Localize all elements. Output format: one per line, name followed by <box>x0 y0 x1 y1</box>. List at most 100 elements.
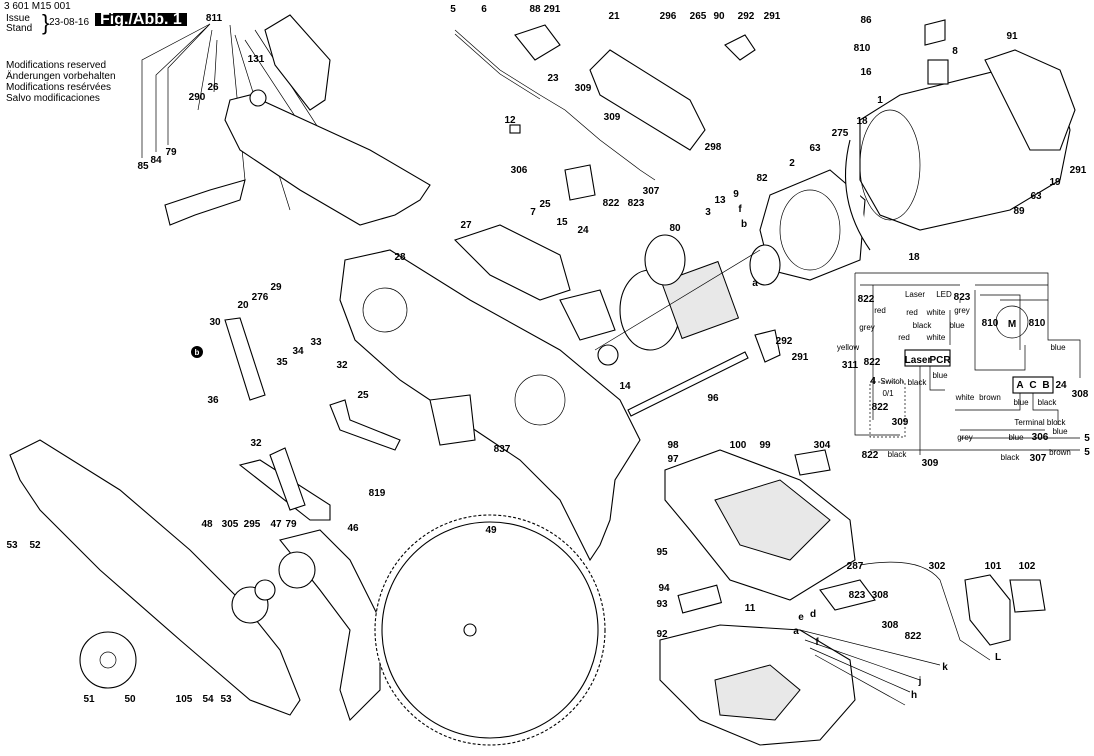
wiring-wire-label: grey <box>954 306 970 315</box>
part-number-label: 89 <box>1013 206 1025 217</box>
part-number-label: 292 <box>738 11 755 22</box>
part-number-label: 53 <box>6 540 18 551</box>
part-number-label: f <box>815 637 819 648</box>
brace: } <box>42 10 50 35</box>
part-number-label: 308 <box>882 620 899 631</box>
wiring-wire-label: red <box>898 333 910 342</box>
part-number-label: 8 <box>952 46 958 57</box>
part-number-label: 14 <box>619 381 631 392</box>
part-number-label: 79 <box>285 519 297 530</box>
part-number-label: 822 <box>603 198 620 209</box>
part-number-label: 295 <box>244 519 261 530</box>
wiring-wire-label: black <box>1038 398 1058 407</box>
part-number-label: 298 <box>705 142 722 153</box>
part-number-label: 837 <box>494 444 511 455</box>
part-number-label: 292 <box>776 336 793 347</box>
part-number-label: 7 <box>530 207 536 218</box>
part-number-label: 305 <box>222 519 239 530</box>
wiring-wire-label: grey <box>859 323 875 332</box>
wiring-wire-label: black <box>888 450 908 459</box>
wiring-component-label: Laser <box>905 355 932 366</box>
part-number-label: 16 <box>860 67 872 78</box>
part-number-label: 79 <box>165 147 177 158</box>
part-number-label: 25 <box>357 390 369 401</box>
bottom-cover <box>659 561 1046 746</box>
part-number-label: 33 <box>310 337 322 348</box>
wiring-component-label: 822 <box>864 357 881 368</box>
part-number-label: 287 <box>847 561 864 572</box>
motor-assembly <box>759 19 1076 281</box>
table-insert <box>664 449 856 614</box>
part-number-label: 265 <box>690 11 707 22</box>
part-number-label: 29 <box>270 282 282 293</box>
saw-blade <box>374 514 606 746</box>
part-number-label: 276 <box>252 292 269 303</box>
part-number-label: f <box>738 204 742 215</box>
wiring-component-label: 306 <box>1032 432 1049 443</box>
part-number-label: 19 <box>1049 177 1061 188</box>
part-number-label: 5 <box>450 4 456 15</box>
part-number-label: 49 <box>485 525 497 536</box>
part-number-label: a <box>752 278 758 289</box>
part-number-label: 32 <box>250 438 262 449</box>
wiring-component-label: 5 <box>1084 433 1090 444</box>
part-number-label: 100 <box>730 440 747 451</box>
cable-harness <box>454 24 756 201</box>
wiring-component-label: B <box>1042 380 1049 391</box>
part-number-label: 13 <box>714 195 726 206</box>
wiring-wire-label: blue <box>1050 343 1066 352</box>
stand-text: Stand <box>6 23 33 34</box>
wiring-wire-label: black <box>1001 453 1021 462</box>
wiring-component-label: PCR <box>929 355 951 366</box>
wiring-wire-label: Laser <box>905 290 925 299</box>
part-number-label: 51 <box>83 694 95 705</box>
part-number-label: 85 <box>137 161 149 172</box>
part-number-label: 309 <box>604 112 621 123</box>
part-number-label: 9 <box>733 189 739 200</box>
wiring-wire-label: white <box>926 308 946 317</box>
part-number-label: 823 <box>849 590 866 601</box>
part-number-label: 82 <box>756 173 768 184</box>
wiring-component-label: 5 <box>1084 447 1090 458</box>
wiring-wire-label: brown <box>979 393 1001 402</box>
armature <box>594 234 781 351</box>
mod-es: Salvo modificaciones <box>6 93 100 104</box>
part-number-label: 36 <box>207 395 219 406</box>
part-number-label: 6 <box>481 4 487 15</box>
part-number-label: 810 <box>854 43 871 54</box>
part-number-label: 131 <box>248 54 265 65</box>
part-number-label: 304 <box>814 440 831 451</box>
part-number-label: 302 <box>929 561 946 572</box>
part-number-label: 21 <box>608 11 620 22</box>
wiring-component-label: 309 <box>892 417 909 428</box>
part-number-label: 27 <box>460 220 472 231</box>
part-number-label: 1 <box>877 95 883 106</box>
wiring-diagram <box>854 272 1081 455</box>
callout-b-marker <box>191 346 203 358</box>
part-number-label: 2 <box>789 158 795 169</box>
issue-label: Issue Stand <box>6 14 32 34</box>
wiring-wire-label: yellow <box>837 343 859 352</box>
part-number-label: 97 <box>667 454 679 465</box>
part-number-label: 90 <box>713 11 725 22</box>
part-number-label: j <box>918 676 922 687</box>
wiring-component-label: 810 <box>982 318 999 329</box>
part-number-label: h <box>911 690 917 701</box>
issue-text: Issue <box>6 13 30 24</box>
shaft-96 <box>597 329 781 417</box>
part-number-label: 290 <box>189 92 206 103</box>
modifications-notice: Modifications reserved Änderungen vorbeh… <box>6 60 116 104</box>
part-number-label: 99 <box>759 440 771 451</box>
wiring-component-label: 311 <box>842 360 859 371</box>
part-number-label: 101 <box>985 561 1002 572</box>
part-number-label: 86 <box>860 15 872 26</box>
part-number-label: 48 <box>201 519 213 530</box>
part-number-label: k <box>942 662 948 673</box>
part-number-label: 3 <box>705 207 711 218</box>
part-number-label: 34 <box>292 346 304 357</box>
part-number-label: 18 <box>908 252 920 263</box>
wiring-wire-label: grey <box>957 433 973 442</box>
wiring-wire-label: blue <box>1008 433 1024 442</box>
part-number-label: 32 <box>336 360 348 371</box>
part-number-label: L <box>995 652 1001 663</box>
